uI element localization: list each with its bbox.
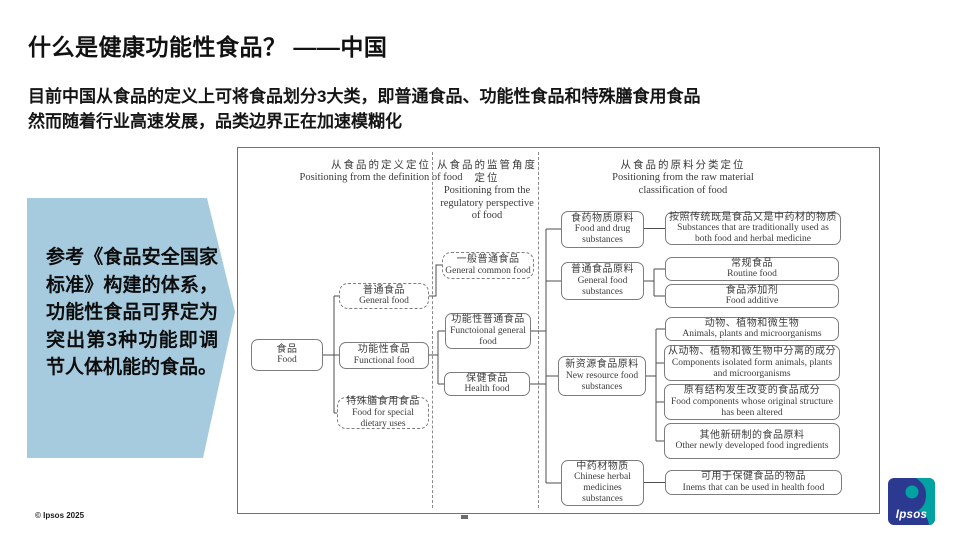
column-separator-2 bbox=[538, 152, 539, 508]
node-altered-structure-en: Food components whose original structure… bbox=[670, 396, 833, 418]
diagram-panel: 从食品的定义定位 Positioning from the definition… bbox=[237, 147, 880, 514]
node-special-dietary-en: Food for special dietary uses bbox=[352, 407, 414, 429]
node-altered-structure: 原有结构发生改变的食品成分 Food components whose orig… bbox=[664, 384, 840, 420]
node-functional-general-food-en: Functoional general food bbox=[450, 325, 526, 347]
ipsos-logo-graphic bbox=[888, 478, 935, 525]
node-food-additive-zh: 食品添加剂 bbox=[725, 284, 779, 296]
page-title: 什么是健康功能性食品？ ——中国 bbox=[28, 34, 388, 60]
node-herbal-substances-zh: 中药材物质 bbox=[576, 460, 629, 472]
callout-arrow-shape bbox=[27, 198, 235, 458]
node-special-dietary: 特殊膳食用食品 Food for special dietary uses bbox=[337, 396, 429, 429]
node-isolated-components-en: Components isolated form animals, plants… bbox=[671, 357, 833, 379]
column-separator-1 bbox=[432, 152, 433, 508]
subtitle-line-1: 目前中国从食品的定义上可将食品划分3大类，即普通食品、功能性食品和特殊膳食用食品 bbox=[28, 87, 701, 106]
node-isolated-components: 从动物、植物和微生物中分离的成分 Components isolated for… bbox=[664, 345, 840, 381]
subtitle-line-2: 然而随着行业高速发展，品类边界正在加速模糊化 bbox=[28, 112, 402, 131]
node-other-new-ingredients-zh: 其他新研制的食品原料 bbox=[699, 429, 805, 441]
ipsos-logo: Ipsos bbox=[888, 478, 935, 525]
node-general-food-zh: 普通食品 bbox=[363, 284, 405, 296]
node-new-resource-substances-zh: 新资源食品原料 bbox=[565, 359, 639, 371]
node-food-zh: 食品 bbox=[276, 343, 298, 355]
node-functional-food-zh: 功能性食品 bbox=[357, 344, 411, 356]
node-new-resource-substances: 新资源食品原料 New resource food substances bbox=[558, 356, 646, 396]
ipsos-logo-label: Ipsos bbox=[895, 509, 928, 521]
node-general-common-food: 一般普通食品 General common food bbox=[442, 252, 534, 279]
node-food-en: Food bbox=[277, 355, 297, 366]
column-header-regulatory-zh: 从食品的监管角度定位 bbox=[437, 160, 537, 184]
node-functional-food-en: Functional food bbox=[353, 355, 415, 366]
node-functional-general-food: 功能性普通食品 Functoional general food bbox=[445, 313, 531, 349]
node-other-new-ingredients: 其他新研制的食品原料 Other newly developed food in… bbox=[664, 423, 840, 459]
node-health-food-items-zh: 可用于保健食品的物品 bbox=[701, 471, 806, 483]
column-header-raw-material-zh: 从食品的原料分类定位 bbox=[620, 160, 746, 171]
node-food-drug-substances-en: Food and drug substances bbox=[574, 224, 631, 246]
column-header-definition-zh: 从食品的定义定位 bbox=[331, 160, 431, 171]
node-food: 食品 Food bbox=[251, 339, 323, 371]
node-traditional-substances-zh: 按照传统既是食品又是中药材的物质 bbox=[669, 211, 837, 223]
callout-arrow-polygon bbox=[27, 198, 235, 458]
node-health-food-zh: 保健食品 bbox=[466, 372, 508, 384]
node-animals-plants: 动物、植物和微生物 Animals, plants and microorgan… bbox=[665, 317, 839, 341]
node-food-additive-en: Food additive bbox=[725, 296, 779, 307]
node-food-drug-substances-zh: 食药物质原料 bbox=[571, 212, 634, 224]
node-animals-plants-zh: 动物、植物和微生物 bbox=[704, 317, 800, 329]
node-altered-structure-zh: 原有结构发生改变的食品成分 bbox=[683, 385, 821, 397]
node-special-dietary-zh: 特殊膳食用食品 bbox=[346, 396, 420, 408]
callout-text: 参考《食品安全国家标准》构建的体系，功能性食品可界定为突出第3种功能即调节人体机… bbox=[46, 247, 218, 378]
logo-head-icon bbox=[905, 485, 919, 499]
column-header-definition: 从食品的定义定位 Positioning from the definition… bbox=[296, 159, 466, 185]
page-number-mark bbox=[461, 515, 468, 519]
node-routine-food-zh: 常规食品 bbox=[731, 257, 773, 269]
node-general-food-substances: 普通食品原料 General food substances bbox=[561, 262, 644, 300]
node-traditional-substances-en: Substances that are traditionally used a… bbox=[677, 223, 829, 245]
node-general-food: 普通食品 General food bbox=[339, 283, 429, 309]
node-general-food-substances-en: General food substances bbox=[577, 275, 628, 297]
node-health-food-en: Health food bbox=[464, 384, 510, 395]
column-header-regulatory-en: Positioning from the regulatory perspect… bbox=[440, 185, 534, 221]
column-header-raw-material-en: Positioning from the raw material classi… bbox=[612, 172, 754, 196]
node-herbal-substances-en: Chinese herbal medicines substances bbox=[574, 472, 631, 505]
node-health-food: 保健食品 Health food bbox=[444, 372, 530, 396]
node-general-common-food-en: General common food bbox=[445, 265, 531, 276]
node-food-drug-substances: 食药物质原料 Food and drug substances bbox=[561, 211, 644, 248]
node-herbal-substances: 中药材物质 Chinese herbal medicines substance… bbox=[561, 460, 644, 506]
node-general-food-en: General food bbox=[359, 296, 409, 307]
column-header-regulatory: 从食品的监管角度定位 Positioning from the regulato… bbox=[436, 159, 538, 223]
node-isolated-components-zh: 从动物、植物和微生物中分离的成分 bbox=[668, 346, 836, 358]
node-general-food-substances-zh: 普通食品原料 bbox=[571, 264, 634, 276]
column-header-definition-en: Positioning from the definition of food bbox=[299, 172, 463, 183]
node-routine-food-en: Routine food bbox=[727, 269, 777, 280]
node-health-food-items-en: Inems that can be used in health food bbox=[682, 482, 825, 493]
node-health-food-items: 可用于保健食品的物品 Inems that can be used in hea… bbox=[665, 470, 842, 495]
node-animals-plants-en: Animals, plants and microorganisms bbox=[682, 329, 822, 340]
column-header-raw-material: 从食品的原料分类定位 Positioning from the raw mate… bbox=[593, 159, 773, 197]
node-functional-general-food-zh: 功能性普通食品 bbox=[451, 314, 525, 326]
node-functional-food: 功能性食品 Functional food bbox=[339, 342, 429, 369]
node-general-common-food-zh: 一般普通食品 bbox=[456, 254, 520, 266]
node-traditional-substances: 按照传统既是食品又是中药材的物质 Substances that are tra… bbox=[665, 212, 841, 245]
node-new-resource-substances-en: New resource food substances bbox=[565, 370, 639, 392]
node-routine-food: 常规食品 Routine food bbox=[665, 257, 839, 281]
node-food-additive: 食品添加剂 Food additive bbox=[665, 284, 839, 308]
node-other-new-ingredients-en: Other newly developed food ingredients bbox=[675, 441, 829, 452]
copyright-text: © Ipsos 2025 bbox=[35, 511, 85, 520]
